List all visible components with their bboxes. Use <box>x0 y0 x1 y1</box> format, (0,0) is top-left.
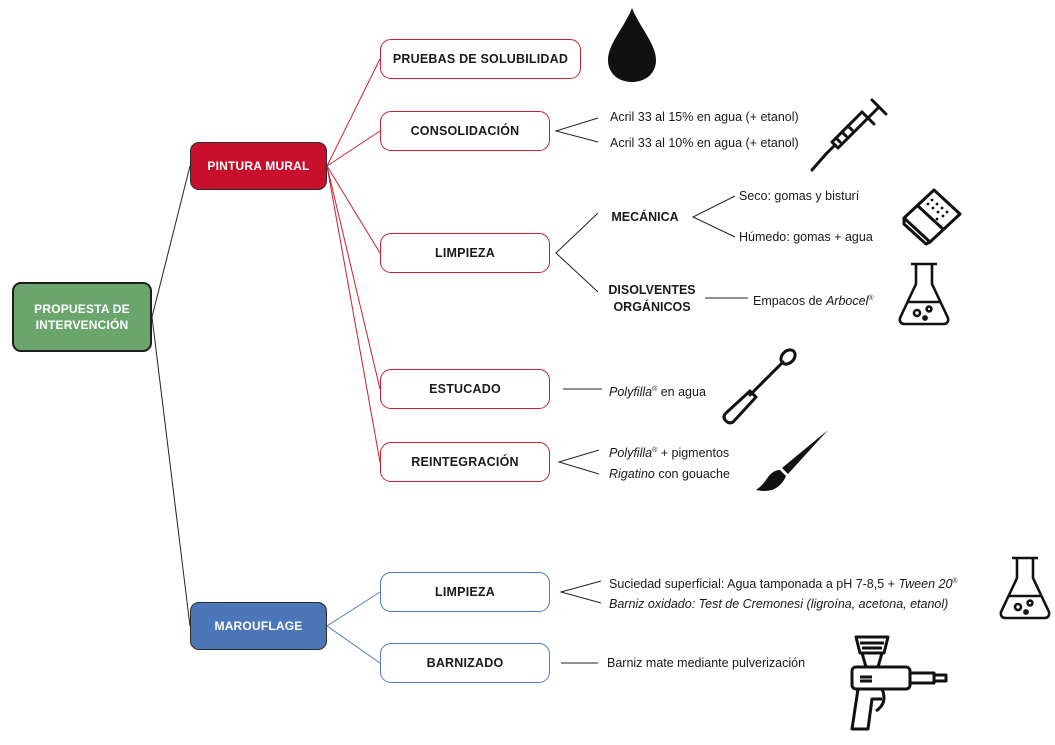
task-label: LIMPIEZA <box>435 246 495 260</box>
note-text: en agua <box>657 385 706 400</box>
root-label-line2: INTERVENCIÓN <box>35 318 129 332</box>
note-italic: Barniz oxidado: Test de Cremonesi (ligro… <box>609 597 949 611</box>
branch-pintura-mural: PINTURA MURAL <box>190 142 327 190</box>
branch-marouflage-label: MAROUFLAGE <box>214 619 303 633</box>
task-limpieza-marouflage: LIMPIEZA <box>380 572 550 612</box>
note-reintegracion-2: Rigatino con gouache <box>609 467 730 482</box>
branch-marouflage: MAROUFLAGE <box>190 602 327 650</box>
method-mecanica: MECÁNICA <box>611 210 679 224</box>
task-label: LIMPIEZA <box>435 585 495 599</box>
note-consolidacion-1: Acril 33 al 15% en agua (+ etanol) <box>610 110 799 124</box>
note-reintegracion-1: Polyfilla® + pigmentos <box>609 443 729 461</box>
registered-mark: ® <box>868 295 874 302</box>
registered-mark: ® <box>952 578 958 585</box>
flask-icon <box>999 556 1051 620</box>
task-barnizado: BARNIZADO <box>380 643 550 683</box>
note-empacos: Empacos de Arbocel® <box>753 291 874 309</box>
spray-gun-icon <box>850 635 948 731</box>
method-disolventes-organicos: DISOLVENTES ORGÁNICOS <box>598 282 706 316</box>
task-consolidacion: CONSOLIDACIÓN <box>380 111 550 151</box>
note-italic: Tween 20 <box>898 577 953 592</box>
note-italic: Rigatino <box>609 467 655 481</box>
note-mecanica-humedo: Húmedo: gomas + agua <box>739 230 873 244</box>
method-line2: ORGÁNICOS <box>613 300 691 314</box>
flask-icon <box>898 262 950 326</box>
root-label-line1: PROPUESTA DE <box>34 302 130 316</box>
branch-pintura-label: PINTURA MURAL <box>207 159 310 173</box>
note-suciedad-superficial: Suciedad superficial: Agua tamponada a p… <box>609 574 958 592</box>
note-consolidacion-2: Acril 33 al 10% en agua (+ etanol) <box>610 136 799 150</box>
note-italic: Polyfilla <box>609 446 653 461</box>
note-italic: Arbocel <box>825 294 869 309</box>
task-estucado: ESTUCADO <box>380 369 550 409</box>
task-reintegracion: REINTEGRACIÓN <box>380 442 550 482</box>
note-text: Suciedad superficial: Agua tamponada a p… <box>609 577 899 592</box>
eraser-icon <box>902 188 962 246</box>
task-label: ESTUCADO <box>429 382 501 396</box>
registered-mark: ® <box>652 386 658 393</box>
note-barniz-oxidado: Barniz oxidado: Test de Cremonesi (ligro… <box>609 597 948 612</box>
brush-icon <box>756 430 828 491</box>
task-label: PRUEBAS DE SOLUBILIDAD <box>392 52 569 66</box>
note-estucado: Polyfilla® en agua <box>609 382 706 400</box>
task-label: CONSOLIDACIÓN <box>410 124 520 138</box>
spatula-icon <box>722 348 797 425</box>
root-node: PROPUESTA DE INTERVENCIÓN <box>12 282 152 352</box>
note-text: Empacos de <box>753 294 826 309</box>
note-mecanica-seco: Seco: gomas y bisturí <box>739 189 860 203</box>
task-limpieza-pintura: LIMPIEZA <box>380 233 550 273</box>
task-pruebas-solubilidad: PRUEBAS DE SOLUBILIDAD <box>380 39 581 79</box>
note-barnizado: Barniz mate mediante pulverización <box>607 656 806 670</box>
note-text: con gouache <box>654 467 730 481</box>
note-italic: Polyfilla <box>609 385 653 400</box>
drop-icon <box>608 8 656 82</box>
task-label: REINTEGRACIÓN <box>411 455 519 469</box>
syringe-icon <box>810 98 888 172</box>
note-text: + pigmentos <box>657 446 730 461</box>
task-label: BARNIZADO <box>426 656 504 670</box>
method-line1: DISOLVENTES <box>608 283 696 297</box>
registered-mark: ® <box>652 447 658 454</box>
